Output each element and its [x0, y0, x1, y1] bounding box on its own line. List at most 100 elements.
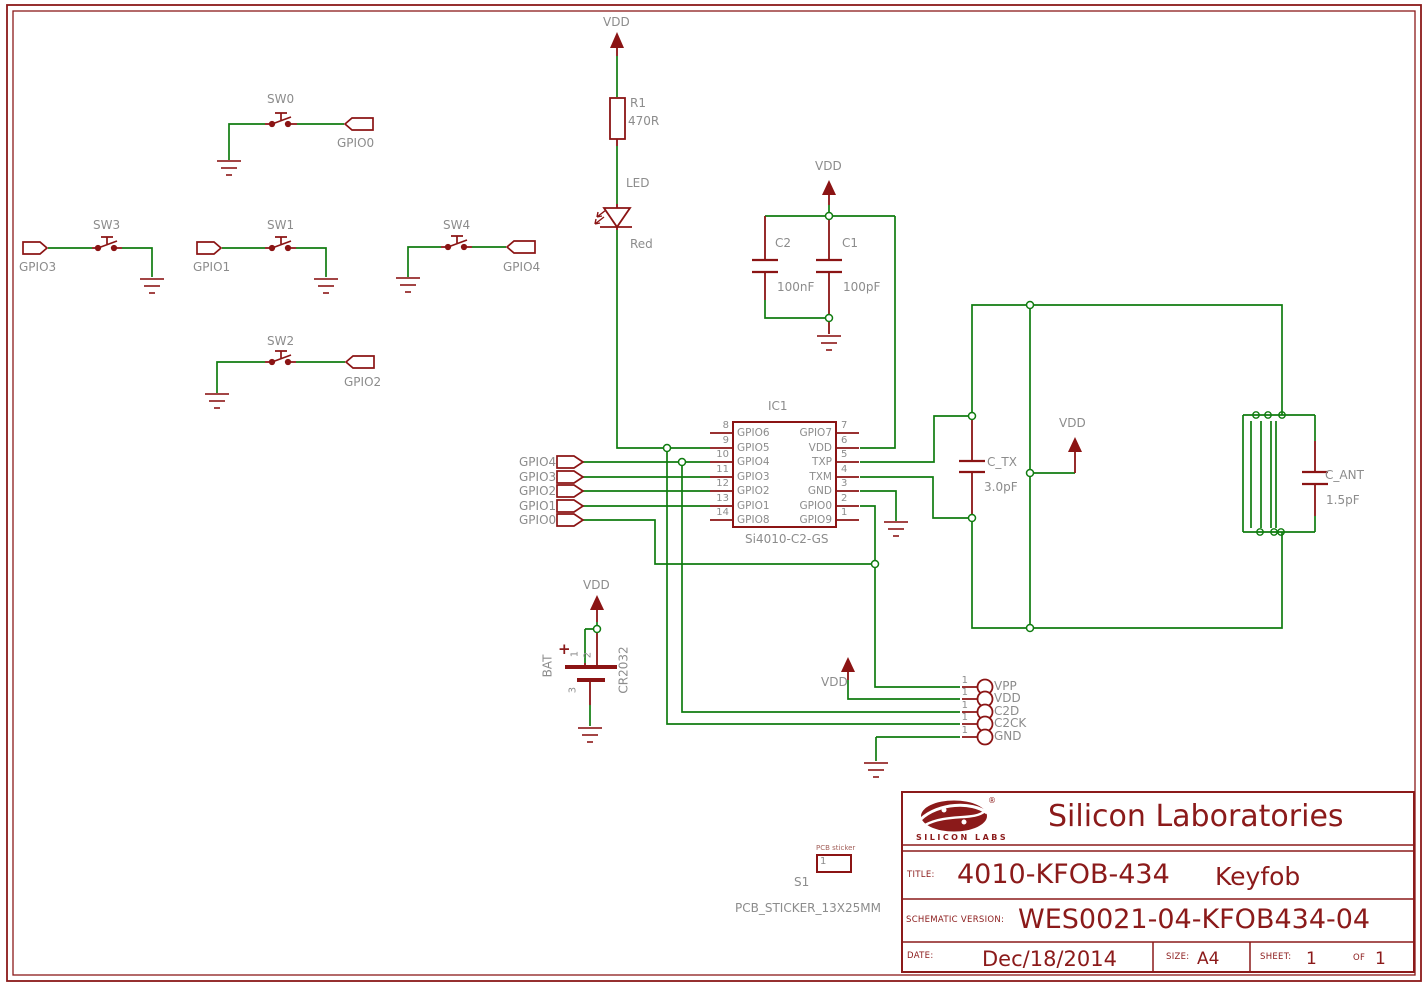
flag-gpio1-sw [196, 241, 223, 255]
wire-rf [860, 304, 1283, 629]
flag-gpio3-ic [556, 470, 585, 484]
size-value: A4 [1197, 949, 1220, 969]
led-value: Red [630, 237, 653, 251]
title-part: 4010-KFOB-434 [957, 859, 1170, 890]
c1-ref: C1 [842, 236, 859, 250]
sw1-net: GPIO1 [193, 260, 231, 274]
pad-gnd [976, 728, 994, 746]
pad-vdd-label: VDD [994, 691, 1021, 705]
cap-c1 [816, 258, 842, 274]
pin-num-4: 4 [841, 464, 848, 475]
flag-gpio2-ic [556, 484, 585, 498]
pin-name-gnd: GND [807, 485, 832, 497]
sw4-net: GPIO4 [503, 260, 541, 274]
battery-pin3: 3 [567, 686, 579, 694]
resistor-r1 [609, 97, 626, 140]
sw3-ref: SW3 [93, 218, 121, 232]
vdd-label-rf: VDD [1059, 416, 1086, 430]
switch-sw0 [268, 112, 292, 128]
ic1-part: Si4010-C2-GS [745, 532, 829, 546]
silicon-labs-logo-icon [919, 800, 988, 832]
cant-ref: C_ANT [1325, 468, 1364, 482]
pin-num-8: 8 [722, 420, 729, 431]
pin-num-6: 6 [841, 435, 848, 446]
pin-name-gpio4: GPIO4 [737, 456, 770, 468]
battery-symbol [565, 665, 617, 682]
sw3-net: GPIO3 [19, 260, 57, 274]
title-block-frame [901, 791, 1415, 973]
sticker-outline [816, 854, 852, 873]
pin-name-gpio3: GPIO3 [737, 471, 770, 483]
pin-num-3: 3 [841, 478, 848, 489]
logo-text: SILICON LABS [916, 833, 1009, 842]
switch-sw1 [268, 236, 292, 252]
flag-gpio1-ic [556, 499, 585, 513]
battery-value: CR2032 [616, 646, 631, 694]
pin-num-9: 9 [722, 435, 729, 446]
title-name: Keyfob [1215, 862, 1301, 891]
date-value: Dec/18/2014 [982, 947, 1117, 971]
pin-name-gpio8: GPIO8 [737, 514, 770, 526]
vdd-arrows [590, 32, 1082, 672]
page-border [6, 4, 1422, 982]
cap-c2 [752, 258, 778, 274]
pin-name-gpio5: GPIO5 [737, 442, 770, 454]
pin-name-gpio9: GPIO9 [799, 514, 832, 526]
pad-c2d-label: C2D [994, 704, 1020, 718]
sheet-num: 1 [1306, 949, 1317, 969]
date-label: DATE: [907, 951, 934, 961]
ctx-ref: C_TX [987, 455, 1017, 469]
net-flags [22, 117, 585, 527]
prog-pads [976, 678, 994, 746]
pin-stubs [92, 48, 1316, 738]
pin-num-5: 5 [841, 449, 848, 460]
battery-plus: + [558, 640, 571, 658]
switch-sw2 [268, 350, 292, 366]
gnd-symbols [140, 160, 908, 778]
registered-mark: ® [988, 796, 996, 805]
vdd-label-bat: VDD [583, 578, 610, 592]
battery-pin1: 1 [569, 650, 581, 658]
ic1-ref: IC1 [768, 399, 788, 413]
wire-prog [666, 448, 960, 761]
sticker-value: PCB_STICKER_13X25MM [735, 901, 881, 915]
sw2-ref: SW2 [267, 334, 295, 348]
flag-gpio4-ic [556, 455, 585, 469]
battery-ref: BAT [540, 654, 555, 678]
sticker-ref: S1 [794, 875, 810, 889]
vdd-label-prog: VDD [821, 675, 848, 689]
wire-gpio-flags [583, 461, 875, 565]
ctx-value: 3.0pF [984, 480, 1018, 494]
led-ref: LED [626, 176, 650, 190]
sticker-note: PCB sticker [816, 844, 856, 852]
pin-num-14: 14 [716, 507, 729, 518]
pin-name-gpio7: GPIO7 [799, 427, 832, 439]
junction-dots [592, 211, 1035, 634]
size-label: SIZE: [1166, 952, 1190, 962]
led-symbol [594, 207, 632, 229]
pin-num-13: 13 [716, 493, 729, 504]
cap-ctx [959, 459, 985, 474]
sheet-label: SHEET: [1260, 952, 1292, 962]
flag-label-gpio0: GPIO0 [519, 513, 557, 527]
ic1-symbol [732, 421, 837, 528]
pin-name-vdd: VDD [808, 442, 832, 454]
r1-value: 470R [628, 114, 660, 128]
pin-name-gpio2: GPIO2 [737, 485, 770, 497]
switch-symbols [94, 112, 468, 366]
pin-num-11: 11 [716, 464, 729, 475]
wire-switches [48, 123, 506, 393]
pad-c2ck-pin: 1 [961, 712, 968, 723]
pad-vdd-pin: 1 [961, 687, 968, 698]
wire-led [616, 56, 710, 449]
company-name: Silicon Laboratories [1048, 799, 1344, 834]
pad-gnd-pin: 1 [961, 725, 968, 736]
pad-vpp-pin: 1 [961, 675, 968, 686]
wire-battery [584, 622, 598, 726]
sw1-ref: SW1 [267, 218, 295, 232]
sticker-pad: 1 [820, 856, 827, 867]
battery-pin2: 2 [582, 651, 594, 659]
sheet-total: 1 [1375, 949, 1386, 969]
